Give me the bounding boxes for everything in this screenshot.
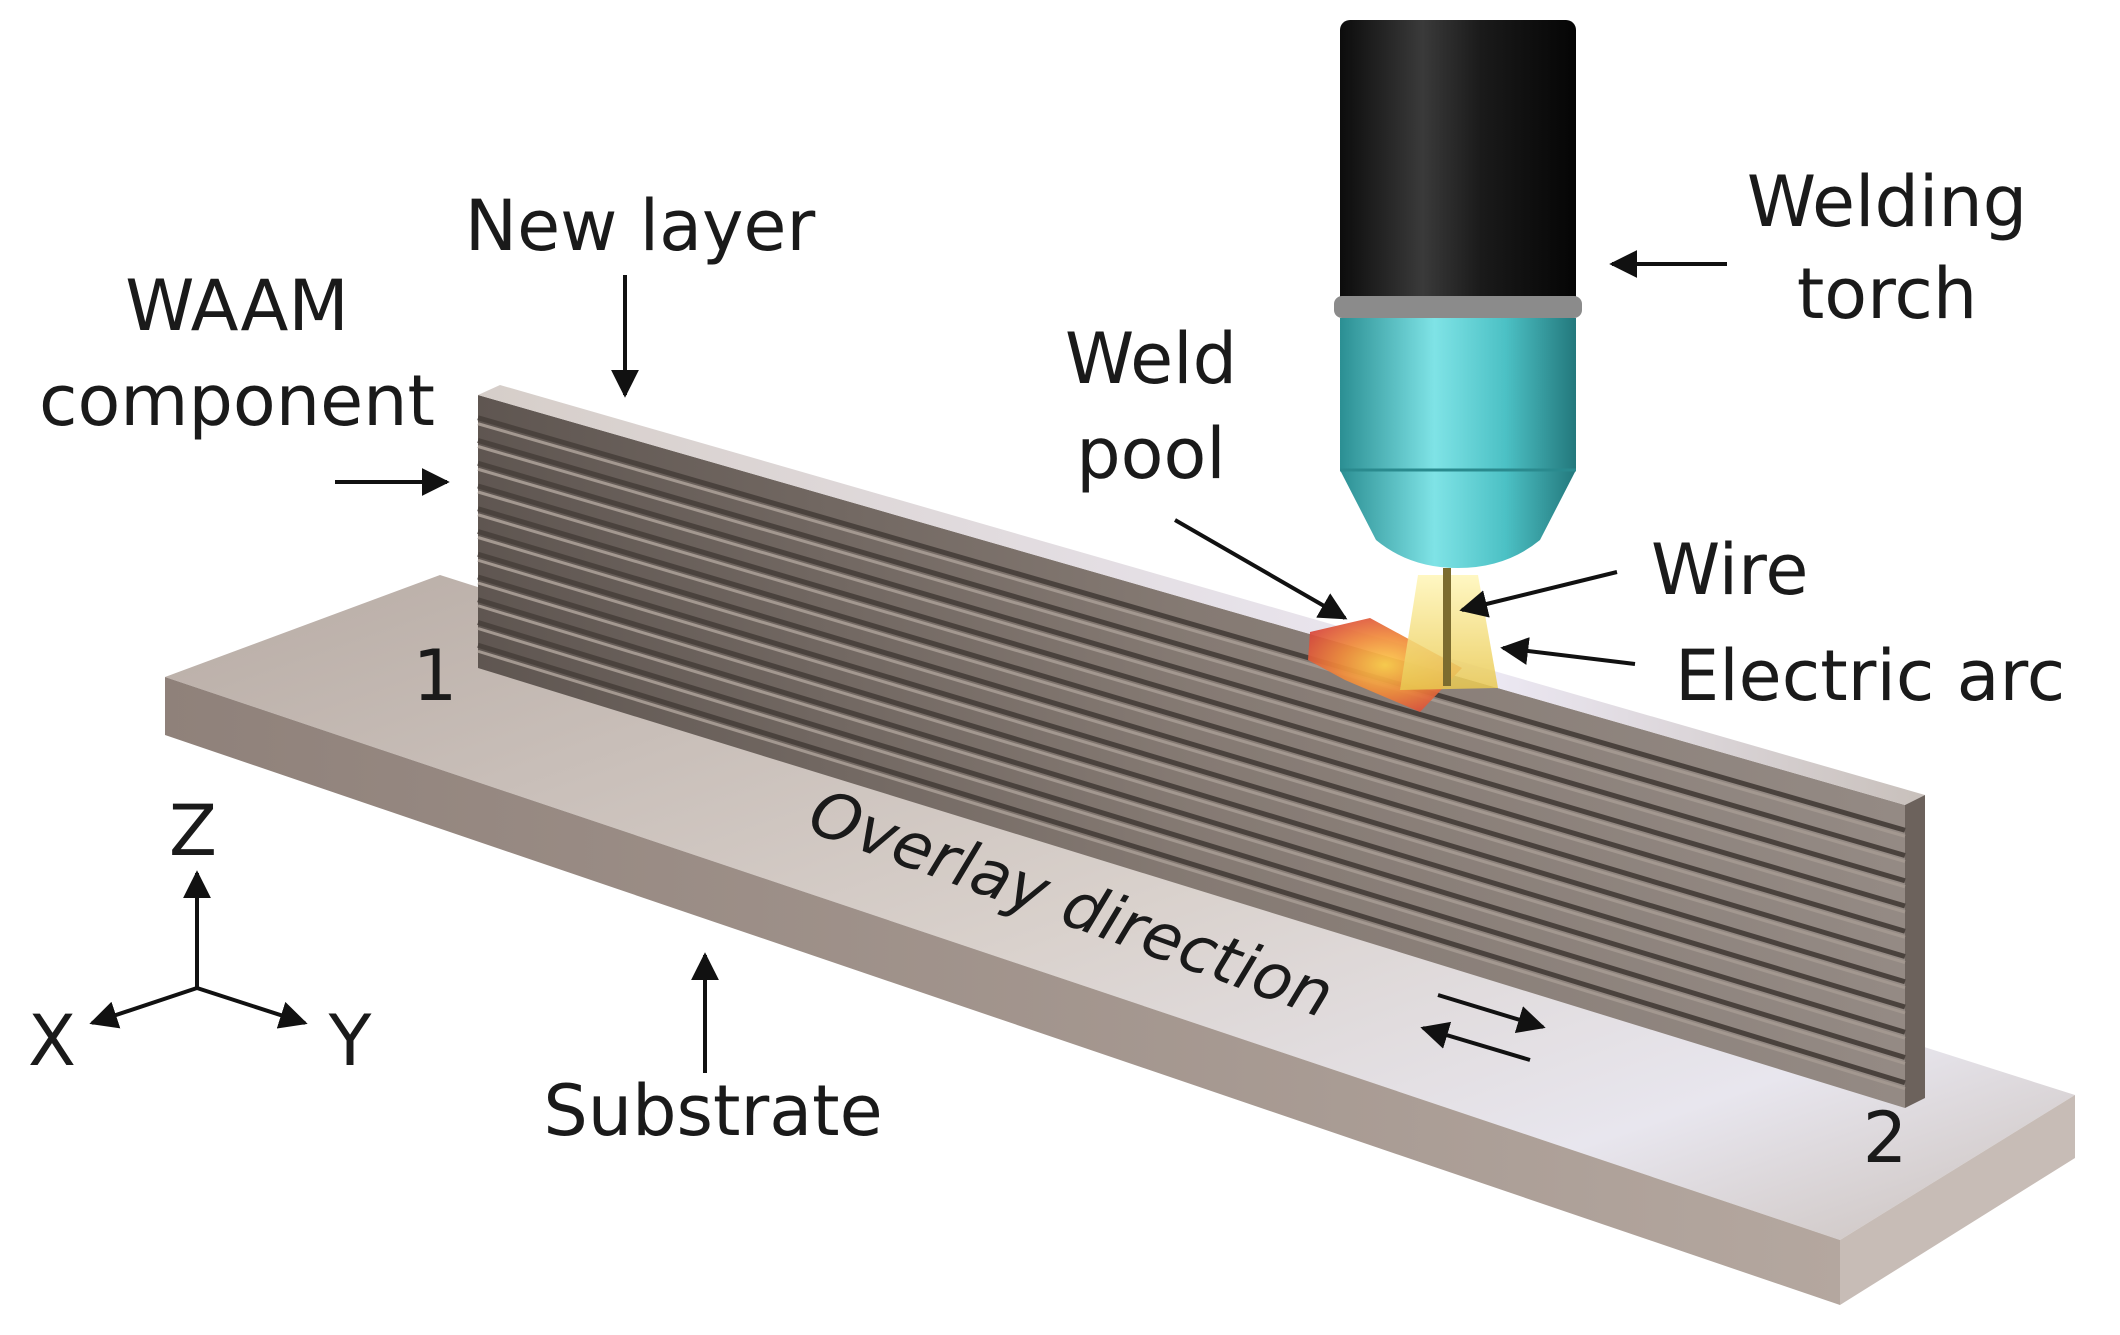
layer-groove [477, 642, 1906, 1086]
layer-groove [477, 529, 1906, 959]
layer-highlight [477, 445, 1906, 863]
waam-component-wall [477, 385, 1925, 1108]
layer-groove [477, 620, 1906, 1060]
welding-torch-label-line1: Welding [1747, 161, 2027, 243]
torch-body [1340, 20, 1576, 306]
layer-highlight [477, 490, 1906, 914]
layer-groove [477, 506, 1906, 934]
welding-torch [1334, 20, 1582, 568]
x-axis [89, 986, 198, 1029]
layer-groove [477, 415, 1906, 833]
axis-z-label: Z [169, 790, 217, 872]
layer-highlight [477, 604, 1906, 1040]
layer-groove [477, 483, 1906, 909]
substrate-top-face [165, 575, 2075, 1240]
substrate-label: Substrate [543, 1070, 882, 1152]
y-axis [196, 986, 308, 1029]
substrate-right-face [1840, 1095, 2075, 1305]
torch-nozzle [1340, 318, 1576, 568]
waam-label-line2: component [39, 360, 435, 442]
axis-x-label: X [28, 1000, 76, 1082]
layer-highlight [477, 649, 1906, 1091]
callout-arrows [335, 250, 1727, 1073]
layer-groove [477, 597, 1906, 1035]
torch-collar [1334, 296, 1582, 318]
layer-highlight [477, 513, 1906, 939]
layer-groove [477, 438, 1906, 858]
substrate-plate [165, 575, 2075, 1305]
waam-label-line1: WAAM [125, 265, 349, 347]
layer-groove [477, 551, 1906, 985]
end-1-label: 1 [413, 635, 458, 717]
wire-label: Wire [1651, 529, 1808, 611]
wire-arrow [1459, 570, 1618, 618]
layer-highlight [477, 627, 1906, 1065]
layer-groove [477, 460, 1906, 884]
electric-arc-label: Electric arc [1675, 635, 2065, 717]
wire [1443, 568, 1451, 686]
substrate-front-face [165, 677, 1840, 1305]
wall-top-face [478, 385, 1925, 805]
weld-pool-arrow [1174, 518, 1348, 620]
coordinate-axes [89, 870, 308, 1029]
layer-highlight [477, 581, 1906, 1015]
new-layer-label: New layer [465, 185, 816, 267]
layer-groove [477, 574, 1906, 1010]
layer-highlight [477, 558, 1906, 990]
electric-arc-arrow [1500, 637, 1636, 666]
layer-highlight [477, 422, 1906, 838]
welding-torch-label-line2: torch [1797, 253, 1977, 335]
overlay-forward-arrow [1437, 993, 1546, 1034]
axis-y-label: Y [328, 1000, 372, 1082]
overlay-backward-arrow [1420, 1021, 1531, 1062]
layer-highlight [477, 467, 1906, 889]
weld-pool-label-line2: pool [1076, 413, 1226, 495]
layer-highlight [477, 536, 1906, 964]
wall-end-face [1905, 795, 1925, 1108]
layer-grooves [477, 415, 1906, 1091]
end-2-label: 2 [1863, 1097, 1908, 1179]
weld-pool-label-line1: Weld [1065, 318, 1237, 400]
